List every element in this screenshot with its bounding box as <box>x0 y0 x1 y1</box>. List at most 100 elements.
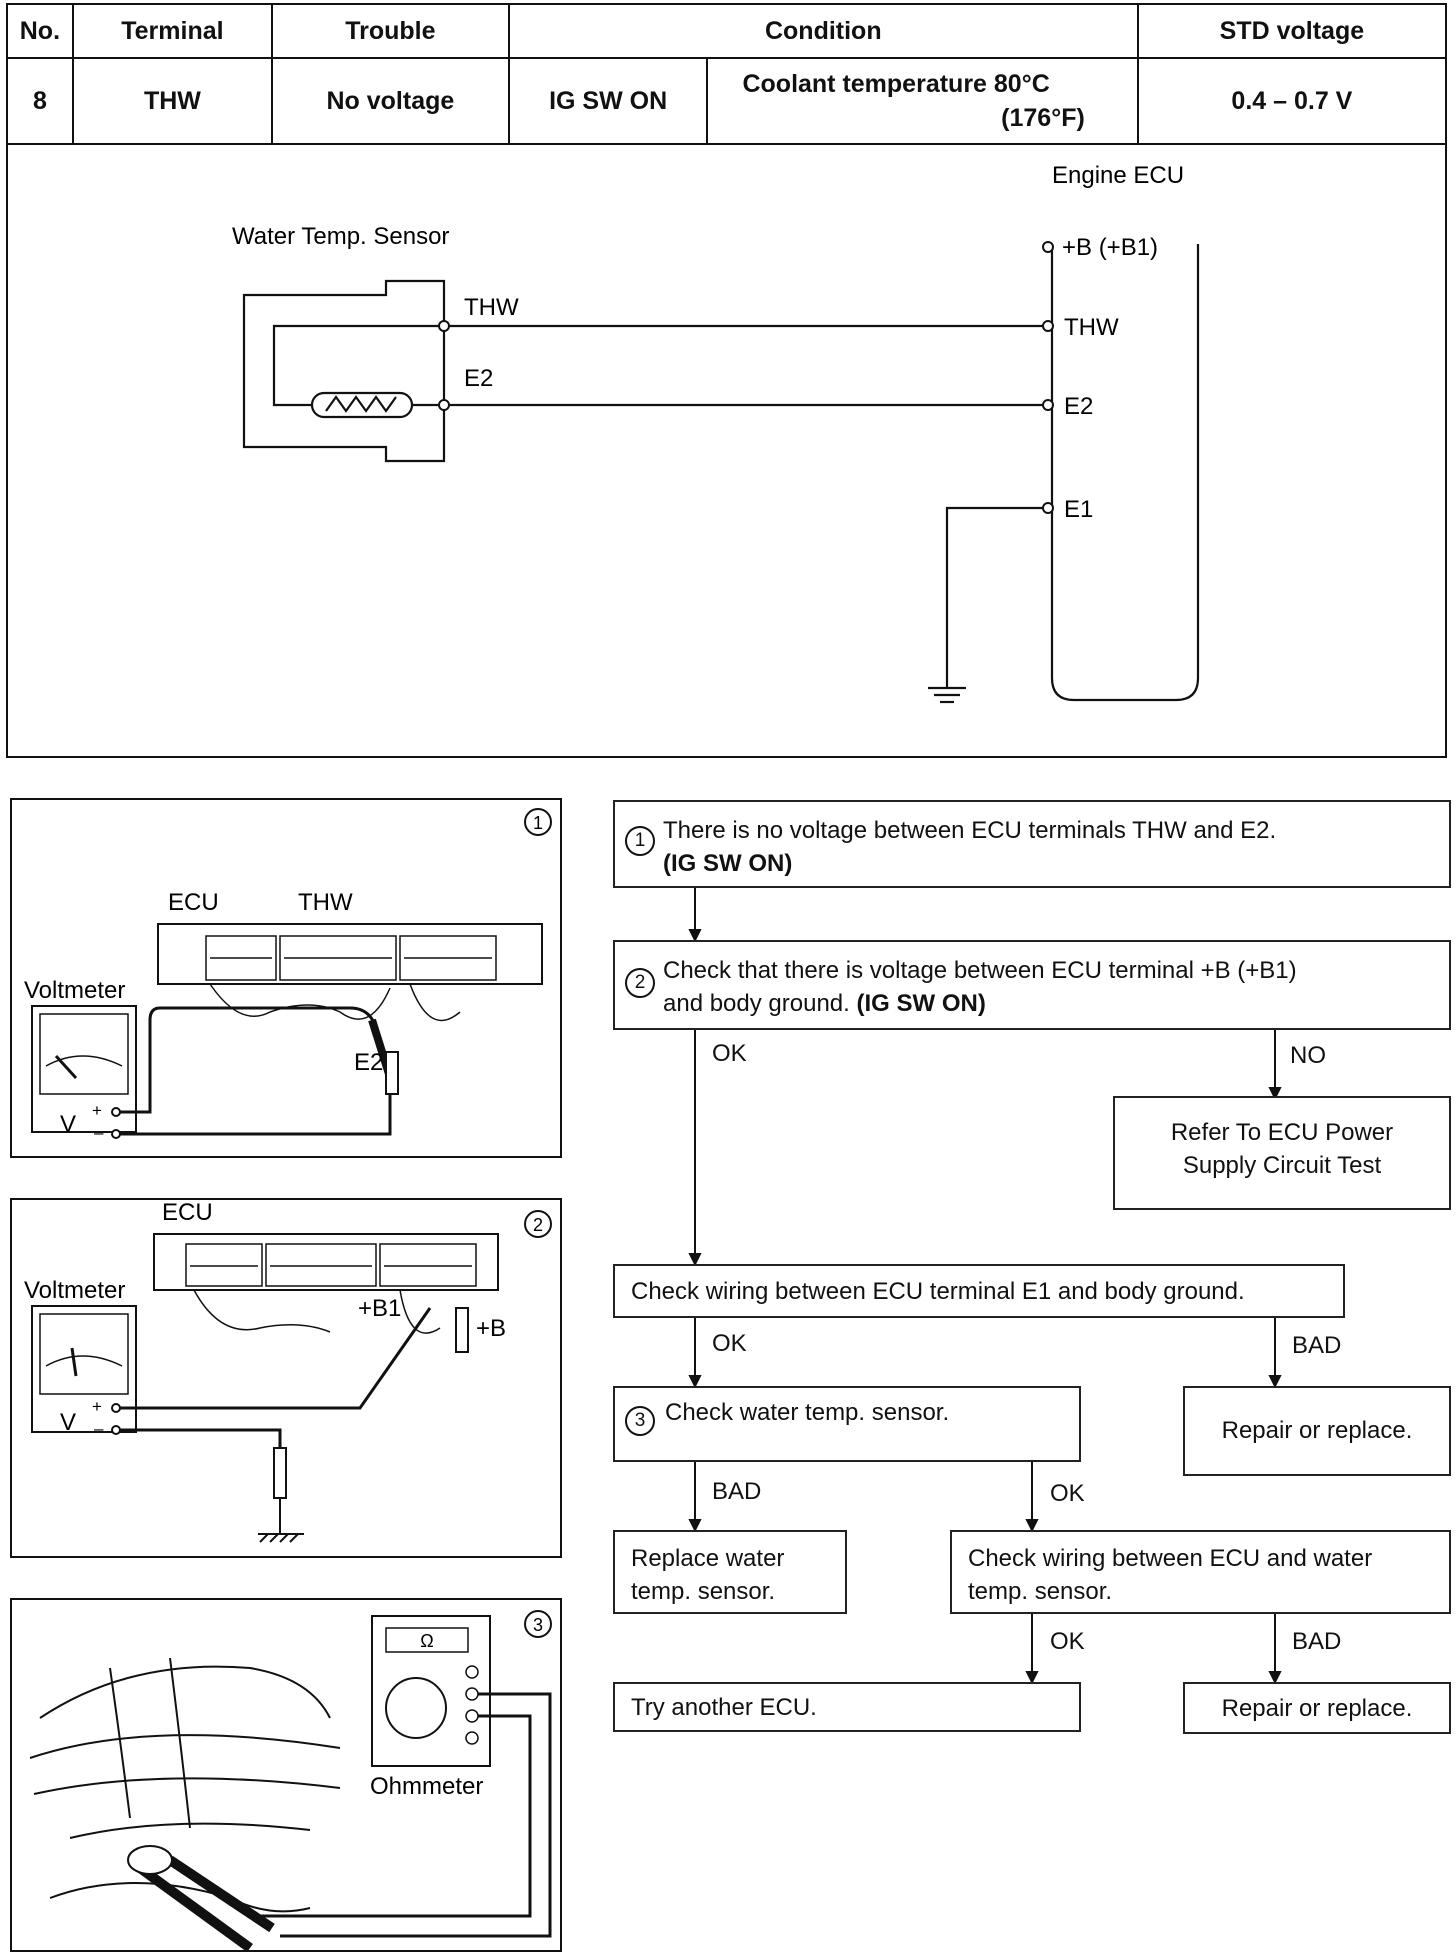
flow-replace-sensor: Replace water temp. sensor. <box>613 1530 847 1614</box>
figure-1-minus: – <box>94 1123 104 1142</box>
header-no: No. <box>6 3 74 59</box>
label-ok-1: OK <box>712 1040 747 1067</box>
figure-2-number: 2 <box>533 1215 543 1235</box>
ohmmeter-display: Ω <box>420 1631 433 1651</box>
step-2-condition: (IG SW ON) <box>856 990 986 1017</box>
sensor-housing <box>242 279 446 463</box>
ecu-power-line-2: Supply Circuit Test <box>1182 1152 1382 1179</box>
flow-repair-1: Repair or replace. <box>1183 1386 1451 1476</box>
wiring-sensor-line-2: temp. sensor. <box>968 1578 1113 1605</box>
circuit-diagram: Engine ECU Water Temp. Sensor THW E2 +B … <box>232 162 1200 704</box>
probe-left <box>137 1863 253 1952</box>
figure-3-number: 3 <box>533 1615 543 1635</box>
step-3-number: 3 <box>625 1406 655 1436</box>
sensor-pin-e2: E2 <box>464 365 493 392</box>
ecu-power-line-1: Refer To ECU Power <box>1170 1119 1394 1146</box>
figure-2-minus: – <box>94 1419 104 1438</box>
label-ok-3: OK <box>1050 1480 1085 1507</box>
label-bad-3: BAD <box>1292 1628 1342 1655</box>
step-1-number: 1 <box>625 826 655 856</box>
flow-ecu-power: Refer To ECU Power Supply Circuit Test <box>1113 1096 1451 1210</box>
cell-no: 8 <box>6 57 74 145</box>
wiring-e1-text: Check wiring between ECU terminal E1 and… <box>631 1278 1245 1305</box>
ohmmeter-dial <box>385 1677 447 1739</box>
figure-2-illustration: 2 ECU Voltmeter +B1 +B V + – <box>24 1199 552 1543</box>
lead-positive <box>112 1307 432 1410</box>
flow-wiring-e1: Check wiring between ECU terminal E1 and… <box>613 1264 1345 1318</box>
voltmeter-needle <box>70 1347 78 1377</box>
figure-1-illustration: 1 ECU THW Voltmeter E2 V + – <box>24 808 552 1142</box>
ecu-outline <box>1050 244 1200 702</box>
flow-try-ecu: Try another ECU. <box>613 1682 1081 1732</box>
step-2-number: 2 <box>625 968 655 998</box>
spec-table: No. Terminal Trouble Condition STD volta… <box>6 3 1448 145</box>
lead-b <box>260 1714 532 1918</box>
figure-3-ohmmeter-label: Ohmmeter <box>370 1773 483 1800</box>
ecu-block <box>157 923 543 985</box>
thermistor-zigzag-icon <box>325 395 397 413</box>
header-condition: Condition <box>507 3 1139 59</box>
lead-e2 <box>112 1088 392 1136</box>
figure-1-e2-label: E2 <box>354 1049 383 1076</box>
step-1-text: There is no voltage between ECU terminal… <box>663 817 1277 844</box>
sensor-inner-wire <box>272 324 440 407</box>
coolant-temp-c: Coolant temperature 80°C <box>742 70 1050 98</box>
cell-terminal: THW <box>71 57 274 145</box>
flow-step-3: 3 Check water temp. sensor. <box>613 1386 1081 1462</box>
sensor-title: Water Temp. Sensor <box>232 223 449 250</box>
figure-1-plus: + <box>92 1101 102 1120</box>
figure-2-ecu-label: ECU <box>162 1199 213 1226</box>
ecu-terminal-e2 <box>1042 399 1054 411</box>
ecu-block <box>153 1233 499 1291</box>
lead-a <box>280 1692 552 1938</box>
cell-switch: IG SW ON <box>507 57 709 145</box>
header-trouble: Trouble <box>271 3 510 59</box>
probe-e2 <box>385 1051 399 1095</box>
repair-2-text: Repair or replace. <box>1221 1695 1413 1722</box>
label-no-1: NO <box>1290 1042 1326 1069</box>
ecu-terminal-b <box>1042 241 1054 253</box>
ohmmeter <box>371 1615 491 1767</box>
figure-2-voltmeter-label: Voltmeter <box>24 1277 125 1304</box>
figure-3-illustration: 3 Ω Ohmmeter <box>29 1610 552 1952</box>
circuit-diagram-panel: Engine ECU Water Temp. Sensor THW E2 +B … <box>6 143 1447 758</box>
figure-2-panel: 2 ECU Voltmeter +B1 +B V + – <box>10 1198 562 1558</box>
spec-header-row: No. Terminal Trouble Condition STD volta… <box>6 3 1448 59</box>
figure-3-panel: 3 Ω Ohmmeter <box>10 1598 562 1952</box>
figure-1-number: 1 <box>533 813 543 833</box>
ecu-title: Engine ECU <box>1052 162 1184 189</box>
wiring-sensor-line-1: Check wiring between ECU and water <box>968 1545 1373 1572</box>
ecu-terminal-thw <box>1042 320 1054 332</box>
label-ok-4: OK <box>1050 1628 1085 1655</box>
figure-1-v-label: V <box>60 1111 76 1138</box>
ecu-pin-e2: E2 <box>1064 393 1093 420</box>
flow-repair-2: Repair or replace. <box>1183 1682 1451 1734</box>
lead-thw <box>112 1006 378 1114</box>
header-terminal: Terminal <box>71 3 274 59</box>
ecu-pin-b: +B (+B1) <box>1062 234 1158 261</box>
probe-right <box>167 1855 275 1933</box>
replace-sensor-line-1: Replace water <box>631 1545 785 1572</box>
figure-2-b-label: +B <box>476 1315 506 1342</box>
harness-left <box>209 983 391 1020</box>
ecu-pin-thw: THW <box>1064 314 1119 341</box>
figure-1-voltmeter-label: Voltmeter <box>24 977 125 1004</box>
figure-2-b1-label: +B1 <box>358 1295 401 1322</box>
replace-sensor-line-2: temp. sensor. <box>631 1578 776 1605</box>
probe-b <box>455 1307 469 1353</box>
sensor-terminal-e2 <box>438 399 450 411</box>
label-ok-2: OK <box>712 1330 747 1357</box>
figure-1-ecu-label: ECU <box>168 889 219 916</box>
spec-data-row: 8 THW No voltage IG SW ON Coolant temper… <box>6 57 1448 145</box>
voltmeter <box>31 1305 137 1433</box>
water-temp-sensor <box>127 1845 173 1875</box>
figure-2-plus: + <box>92 1397 102 1416</box>
engine-hose <box>39 1665 331 1719</box>
label-bad-2: BAD <box>712 1478 762 1505</box>
coolant-temp-f: (176°F) <box>1001 104 1085 132</box>
label-bad-1: BAD <box>1292 1332 1342 1359</box>
lead-negative <box>112 1428 282 1498</box>
step-3-text: Check water temp. sensor. <box>665 1399 950 1426</box>
figure-2-v-label: V <box>60 1409 76 1436</box>
figure-1-thw-label: THW <box>298 889 353 916</box>
